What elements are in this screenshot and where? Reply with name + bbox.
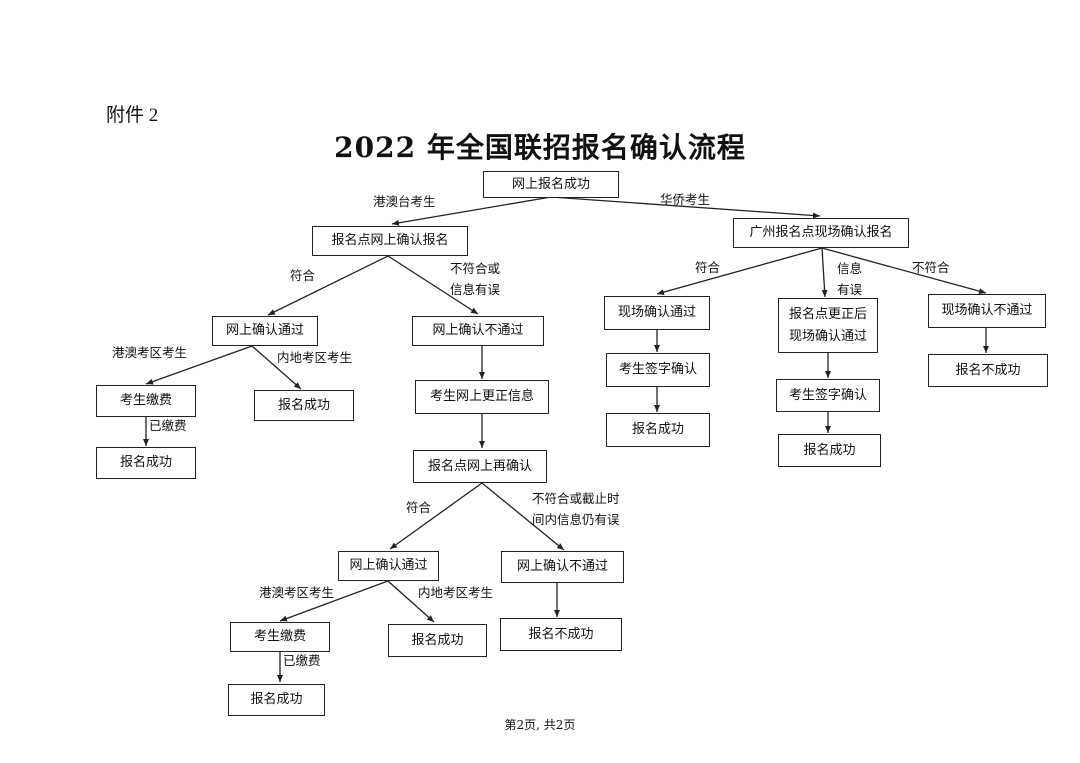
label-not-meets-deadline: 不符合或截止时 间内信息仍有误 <box>532 491 620 527</box>
arrow-to-site-confirm <box>391 196 552 226</box>
page-title: 2022 年全国联招报名确认流程 <box>334 131 746 164</box>
box-online-fail-2: 网上确认不通过 <box>501 551 624 583</box>
label-meets-2: 符合 <box>406 500 432 515</box>
box-online-pass-2: 网上确认通过 <box>338 551 439 581</box>
label-paid-1: 已缴费 <box>149 418 187 433</box>
label-paid-2: 已缴费 <box>283 653 321 668</box>
box-online-registration-success: 网上报名成功 <box>483 171 619 198</box>
box-reconfirm: 报名点网上再确认 <box>413 450 547 483</box>
label-hk-macau-area-2: 港澳考区考生 <box>259 585 335 600</box>
box-pay-1: 考生缴费 <box>96 385 196 417</box>
arrow-to-success-2 <box>251 345 302 390</box>
box-success-5: 报名成功 <box>606 413 710 447</box>
arrow-to-onsite-pass <box>656 247 823 296</box>
label-hk-macau-tw: 港澳台考生 <box>373 194 436 209</box>
box-fail-2: 报名不成功 <box>928 354 1048 387</box>
box-onsite-fail: 现场确认不通过 <box>928 294 1046 328</box>
arrow-to-online-pass-1 <box>267 255 389 316</box>
label-info-error: 信息 有误 <box>837 261 863 297</box>
box-fail-1: 报名不成功 <box>500 618 622 651</box>
label-overseas-chinese: 华侨考生 <box>660 192 711 207</box>
arrow-to-online-pass-2 <box>389 482 483 550</box>
box-sign-1: 考生签字确认 <box>606 353 710 387</box>
box-correct-info: 考生网上更正信息 <box>415 380 549 414</box>
box-sign-2: 考生签字确认 <box>776 379 880 412</box>
arrow-to-corrected-pass <box>821 247 828 298</box>
arrow-to-pay-2 <box>279 580 389 622</box>
box-success-2: 报名成功 <box>254 390 354 421</box>
attachment-label: 附件 2 <box>106 105 159 126</box>
box-guangzhou-onsite-confirm: 广州报名点现场确认报名 <box>733 218 909 248</box>
arrow-to-gz-confirm <box>550 196 821 219</box>
label-meets-1: 符合 <box>290 268 316 283</box>
box-success-6: 报名成功 <box>778 434 881 467</box>
arrow-to-online-fail-2 <box>481 482 565 551</box>
box-success-3: 报名成功 <box>228 684 325 716</box>
box-online-pass-1: 网上确认通过 <box>212 316 318 346</box>
arrow-to-success-4 <box>387 580 435 623</box>
box-pay-2: 考生缴费 <box>230 622 330 652</box>
label-meets-3: 符合 <box>695 260 721 275</box>
box-site-online-confirm: 报名点网上确认报名 <box>312 226 468 256</box>
box-corrected-onsite-pass: 报名点更正后 现场确认通过 <box>778 298 878 353</box>
box-online-fail-1: 网上确认不通过 <box>412 316 544 346</box>
box-onsite-pass: 现场确认通过 <box>604 296 710 330</box>
label-mainland-area-1: 内地考区考生 <box>277 350 353 365</box>
label-not-meets-1: 不符合或 信息有误 <box>450 261 501 297</box>
box-success-1: 报名成功 <box>96 447 196 479</box>
box-success-4: 报名成功 <box>388 624 487 657</box>
label-hk-macau-area-1: 港澳考区考生 <box>112 345 188 360</box>
arrow-to-pay-1 <box>145 345 253 385</box>
arrow-to-online-fail-1 <box>387 255 479 315</box>
label-not-meets-3: 不符合 <box>912 260 950 275</box>
page-footer: 第2页, 共2页 <box>504 718 576 732</box>
arrow-to-onsite-fail <box>821 247 987 295</box>
label-mainland-area-2: 内地考区考生 <box>418 585 494 600</box>
